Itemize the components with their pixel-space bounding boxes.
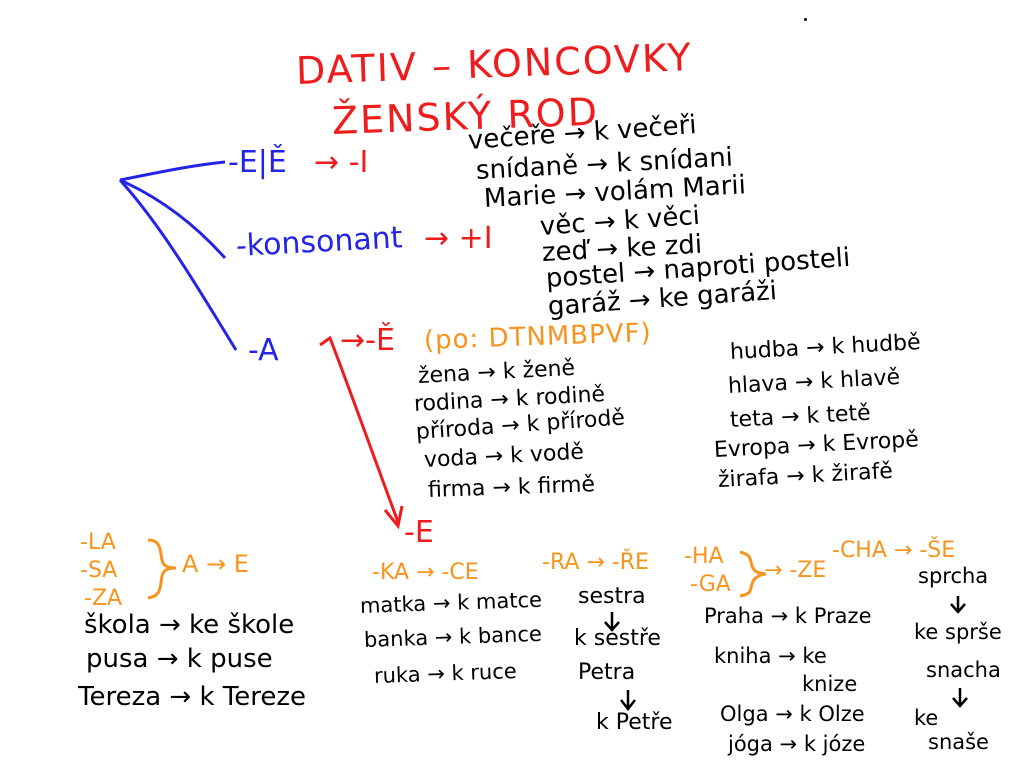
rule-cha: -CHA → -ŠE <box>832 538 956 563</box>
down-arrow-sestra <box>604 612 620 632</box>
example-olga: Olga → k Olze <box>720 702 865 726</box>
arrowhead-a-to-e <box>383 505 404 530</box>
rule-a-ending: -A <box>248 333 279 368</box>
example-ruka: ruka → k ruce <box>373 659 518 688</box>
rule-consonant-result: → +I <box>424 221 493 256</box>
example-sprcha: sprcha <box>918 564 989 588</box>
down-arrow-petra <box>620 690 636 712</box>
ending-la: -LA <box>80 530 116 555</box>
branch-line-consonant <box>119 178 227 259</box>
example-petra: Petra <box>578 660 636 685</box>
rule-ra: -RA → -ŘE <box>542 550 649 575</box>
ending-za: -ZA <box>84 586 123 611</box>
arrow-a-to-e <box>319 335 400 523</box>
example-snacha-result-ke: ke <box>914 706 939 730</box>
example-snacha: snacha <box>926 658 1001 682</box>
ending-ha: -HA <box>684 544 724 569</box>
rule-a-result-e-hacek: →-Ě <box>340 323 395 358</box>
example-skola: škola → ke škole <box>84 610 295 640</box>
rule-e-result: → -I <box>314 145 369 180</box>
down-arrow-snacha <box>952 688 968 708</box>
down-arrow-sprcha <box>950 596 966 614</box>
example-petra-result: k Petře <box>596 710 673 735</box>
example-snacha-result: snaše <box>928 730 989 754</box>
example-joga: jóga → k józe <box>728 732 866 756</box>
example-sestra: sestra <box>578 584 646 609</box>
stray-dot <box>804 18 807 21</box>
example-praha: Praha → k Praze <box>704 604 872 628</box>
example-kniha: kniha → ke <box>714 644 827 668</box>
example-sprcha-result: ke sprše <box>914 620 1002 644</box>
rule-e-ending: -E|Ě <box>228 145 287 180</box>
example-pusa: pusa → k puse <box>86 644 273 674</box>
rule-consonant: -konsonant <box>235 220 404 264</box>
example-tereza: Tereza → k Tereze <box>78 682 307 712</box>
rule-ka: -KA → -CE <box>372 560 479 585</box>
brace-ha <box>739 550 767 598</box>
ending-sa: -SA <box>80 558 118 583</box>
rule-after-letters: (po: DTNMBPVF) <box>423 318 653 356</box>
example-sestra-result: k sestře <box>574 626 661 651</box>
rule-a-result-e: -E <box>404 515 434 550</box>
branch-line-e <box>119 160 226 182</box>
ending-ga: -GA <box>690 572 731 597</box>
example-kniha-result: knize <box>802 672 858 696</box>
rule-la: A → E <box>182 550 249 578</box>
branch-line-a <box>118 178 238 351</box>
brace-la <box>147 538 177 600</box>
rule-ha-result: → -ZE <box>764 558 827 583</box>
example-firma: firma → k firmě <box>427 472 596 503</box>
